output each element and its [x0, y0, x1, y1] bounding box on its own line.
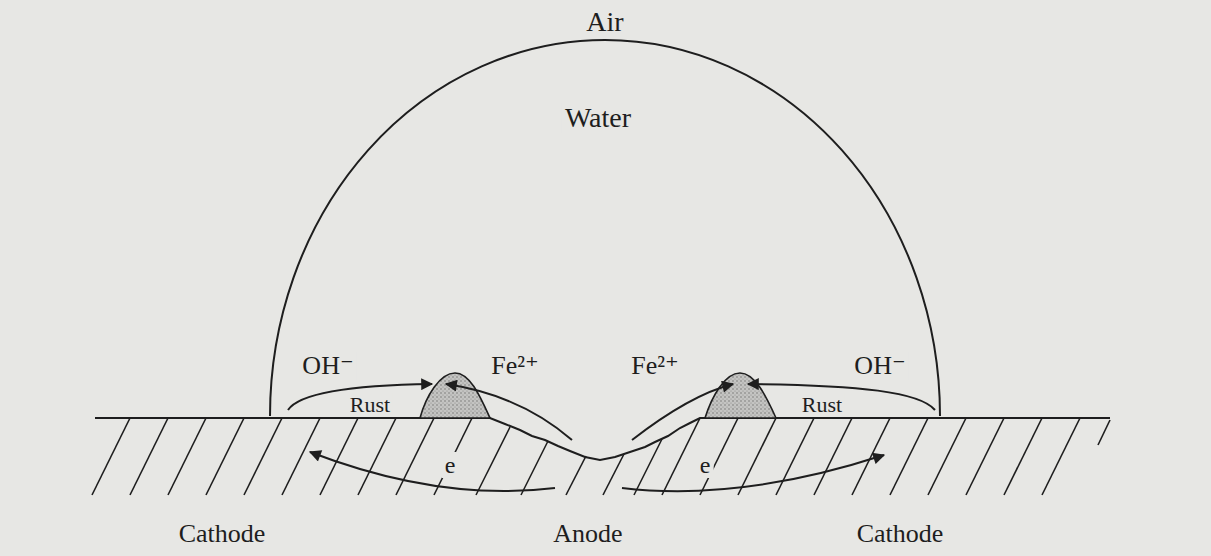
rust-deposit [705, 373, 776, 418]
electrode-label: Anode [550, 520, 625, 548]
ion-label: OH⁻ [851, 352, 908, 380]
deposit-label: Rust [347, 393, 393, 417]
electron-flow-arrow [310, 452, 555, 491]
deposit-label: Rust [799, 393, 845, 417]
rust-deposit [420, 373, 490, 418]
medium-label: Air [583, 7, 626, 37]
ion-label: Fe²⁺ [488, 352, 542, 380]
electron-flow-arrow [622, 455, 884, 491]
water-droplet [270, 40, 940, 416]
electrode-label: Cathode [176, 520, 269, 548]
iron-ion-flow-arrow [446, 384, 572, 440]
electron-label: e [442, 452, 459, 478]
ion-label: OH⁻ [299, 352, 356, 380]
metal-hatching [92, 418, 1110, 495]
electron-label: e [697, 452, 714, 478]
medium-label: Water [562, 103, 634, 133]
ion-label: Fe²⁺ [628, 352, 682, 380]
metal-surface [95, 418, 1110, 460]
iron-ion-flow-arrow [632, 384, 733, 440]
electrode-label: Cathode [854, 520, 947, 548]
